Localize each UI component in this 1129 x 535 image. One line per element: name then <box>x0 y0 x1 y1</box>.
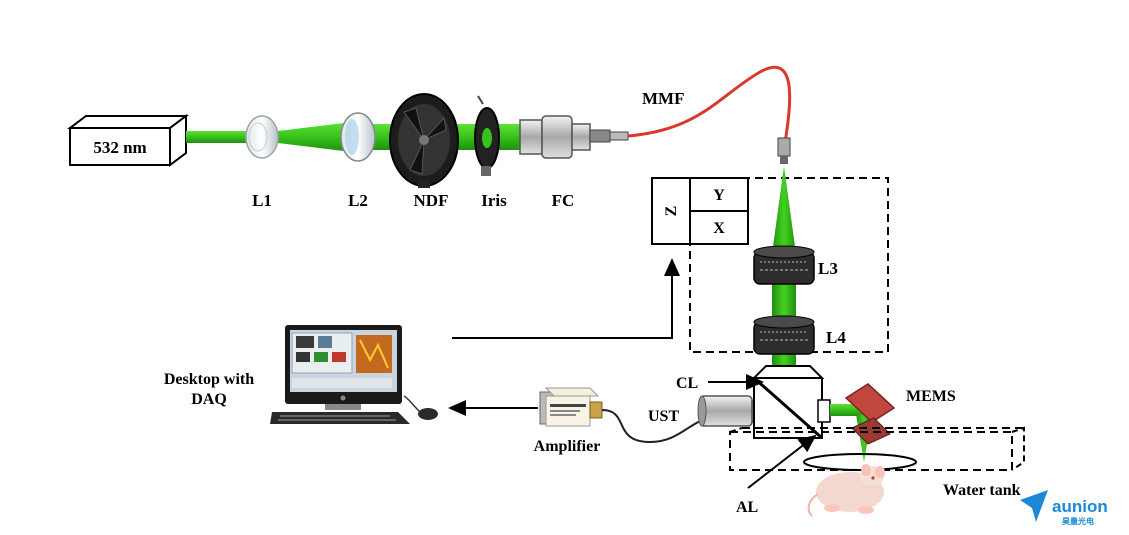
fiber-coupler <box>519 115 629 159</box>
label-water-tank: Water tank <box>943 482 1021 499</box>
label-mems: MEMS <box>906 388 956 405</box>
label-al: AL <box>736 499 758 516</box>
ndf-filter-wheel <box>389 93 459 188</box>
desktop-label-line2: DAQ <box>191 391 227 408</box>
label-iris: Iris <box>481 191 507 210</box>
logo-name: aunion <box>1052 497 1108 516</box>
label-l2: L2 <box>348 191 368 210</box>
xyz-stage-indicator: Z Y X <box>651 177 749 245</box>
control-arrow-to-stage <box>452 258 680 339</box>
lens-l3 <box>753 245 815 285</box>
mouse-subject <box>807 464 885 517</box>
amplifier <box>539 387 713 444</box>
label-mmf: MMF <box>642 89 684 108</box>
label-cl: CL <box>676 375 698 392</box>
prism-assembly <box>751 365 831 440</box>
axis-z-label: Z <box>663 206 680 217</box>
label-fc: FC <box>552 191 575 210</box>
aunion-logo-icon <box>1020 490 1048 522</box>
label-l4: L4 <box>826 328 846 347</box>
aunion-logo: aunion 昊量光电 <box>1020 490 1108 526</box>
iris-diaphragm <box>474 95 500 176</box>
laser-wavelength-label: 532 nm <box>93 138 146 157</box>
axis-x-label: X <box>713 220 725 237</box>
label-ust: UST <box>648 408 679 425</box>
lens-l2 <box>340 112 376 162</box>
label-amplifier: Amplifier <box>534 438 601 455</box>
label-l1: L1 <box>252 191 272 210</box>
lens-l4 <box>753 315 815 355</box>
desktop-computer <box>270 325 438 424</box>
lens-l1 <box>245 115 279 159</box>
multimode-fiber <box>627 65 792 164</box>
al-pointer <box>747 434 817 489</box>
logo-subtitle: 昊量光电 <box>1062 516 1094 526</box>
label-l3: L3 <box>818 259 838 278</box>
desktop-label-line1: Desktop with <box>164 371 254 388</box>
label-ndf: NDF <box>414 191 449 210</box>
axis-y-label: Y <box>713 187 725 204</box>
laser-source: 532 nm <box>67 114 189 167</box>
mems-mirror <box>844 383 896 445</box>
